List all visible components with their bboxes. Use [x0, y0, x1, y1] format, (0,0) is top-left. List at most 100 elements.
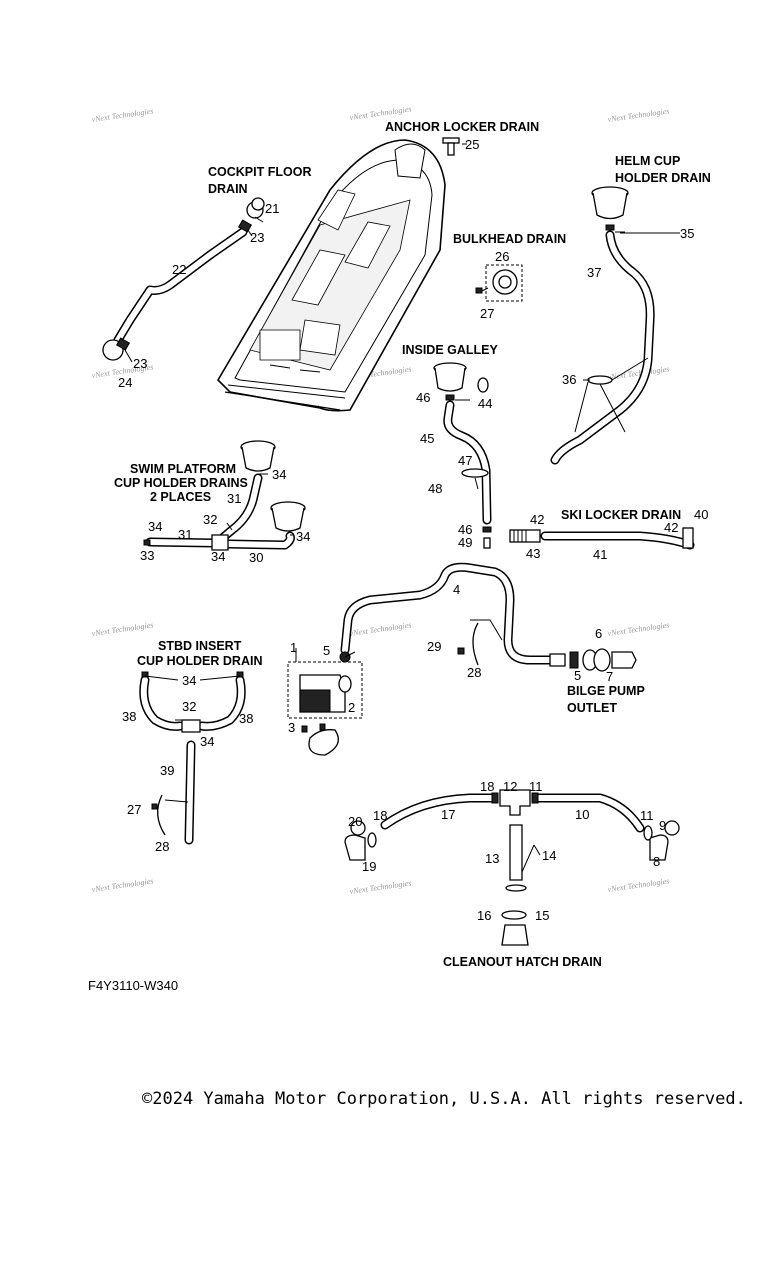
callout-31: 31	[227, 491, 241, 506]
callout-11: 11	[529, 779, 543, 794]
watermark: vNext Technologies	[91, 106, 154, 124]
callout-2: 2	[348, 700, 355, 715]
heading-cockpit-floor-drain-2: DRAIN	[208, 182, 248, 196]
watermark: vNext Technologies	[91, 620, 154, 638]
callout-20: 20	[348, 814, 362, 829]
heading-helm-cup-holder-2: HOLDER DRAIN	[615, 171, 711, 185]
heading-stbd-insert: STBD INSERT	[158, 639, 242, 653]
callout-34: 34	[148, 519, 162, 534]
heading-inside-galley: INSIDE GALLEY	[402, 343, 499, 357]
callout-4: 4	[453, 582, 460, 597]
callout-49: 49	[458, 535, 472, 550]
callout-8: 8	[653, 854, 660, 869]
callout-27: 27	[480, 306, 494, 321]
callout-13: 13	[485, 851, 499, 866]
diagram-code: F4Y3110-W340	[88, 978, 179, 993]
callout-45: 45	[420, 431, 434, 446]
callout-46: 46	[458, 522, 472, 537]
bulkhead-drain-group	[475, 264, 523, 302]
callout-23: 23	[250, 230, 264, 245]
watermark: vNext Technologies	[607, 620, 670, 638]
callout-42: 42	[664, 520, 678, 535]
callout-5: 5	[323, 643, 330, 658]
callout-9: 9	[659, 818, 666, 833]
cockpit-floor-drain-group	[102, 197, 265, 363]
bilge-hose-group	[339, 562, 637, 672]
helm-cup-holder-drain-group	[550, 186, 655, 465]
watermark: vNext Technologies	[349, 878, 412, 896]
heading-anchor-locker-drain: ANCHOR LOCKER DRAIN	[385, 120, 539, 134]
callout-28: 28	[155, 839, 169, 854]
callout-12: 12	[503, 779, 517, 794]
bilge-pump-group	[287, 661, 363, 756]
callout-22: 22	[172, 262, 186, 277]
callout-32: 32	[182, 699, 196, 714]
callout-19: 19	[362, 859, 376, 874]
copyright-notice: ©2024 Yamaha Motor Corporation, U.S.A. A…	[142, 1089, 746, 1109]
ski-locker-drain-group	[509, 527, 695, 550]
callout-34: 34	[182, 673, 196, 688]
callout-41: 41	[593, 547, 607, 562]
callout-6: 6	[595, 626, 602, 641]
callout-30: 30	[249, 550, 263, 565]
anchor-locker-fitting	[442, 137, 460, 156]
stbd-insert-drain-group	[139, 671, 246, 845]
callout-46: 46	[416, 390, 430, 405]
callout-37: 37	[587, 265, 601, 280]
section-headings: ANCHOR LOCKER DRAIN COCKPIT FLOOR DRAIN …	[114, 120, 711, 969]
callout-14: 14	[542, 848, 556, 863]
heading-cockpit-floor-drain: COCKPIT FLOOR	[208, 165, 311, 179]
callout-5: 5	[574, 668, 581, 683]
callout-3: 3	[288, 720, 295, 735]
callout-31: 31	[178, 527, 192, 542]
callout-48: 48	[428, 481, 442, 496]
watermark: vNext Technologies	[607, 106, 670, 124]
callout-23: 23	[133, 356, 147, 371]
heading-swim-platform-3: 2 PLACES	[150, 490, 211, 504]
callout-34: 34	[272, 467, 286, 482]
callout-26: 26	[495, 249, 509, 264]
callout-15: 15	[535, 908, 549, 923]
callout-44: 44	[478, 396, 492, 411]
watermark: vNext Technologies	[349, 620, 412, 638]
callout-47: 47	[458, 453, 472, 468]
leader-lines	[144, 143, 680, 721]
heading-bilge-pump-outlet: BILGE PUMP	[567, 684, 645, 698]
callout-1: 1	[290, 640, 297, 655]
callout-38: 38	[122, 709, 136, 724]
heading-stbd-insert-2: CUP HOLDER DRAIN	[137, 654, 262, 668]
watermark: vNext Technologies	[91, 876, 154, 894]
callout-7: 7	[606, 669, 613, 684]
callout-42: 42	[530, 512, 544, 527]
callout-11: 11	[640, 808, 654, 823]
boat-hull-illustration	[216, 139, 446, 412]
callout-32: 32	[203, 512, 217, 527]
callout-18: 18	[373, 808, 387, 823]
callout-34: 34	[200, 734, 214, 749]
inside-galley-group	[433, 362, 492, 549]
callout-18: 18	[480, 779, 494, 794]
callout-16: 16	[477, 908, 491, 923]
heading-cleanout-hatch-drain: CLEANOUT HATCH DRAIN	[443, 955, 602, 969]
watermark: vNext Technologies	[607, 364, 670, 382]
heading-bilge-pump-outlet-2: OUTLET	[567, 701, 617, 715]
heading-bulkhead-drain: BULKHEAD DRAIN	[453, 232, 566, 246]
heading-helm-cup-holder: HELM CUP	[615, 154, 680, 168]
callout-27: 27	[127, 802, 141, 817]
callout-39: 39	[160, 763, 174, 778]
watermark: vNext Technologies	[607, 876, 670, 894]
cleanout-hatch-drain-group	[344, 789, 680, 946]
callout-36: 36	[562, 372, 576, 387]
callout-10: 10	[575, 807, 589, 822]
callout-35: 35	[680, 226, 694, 241]
callout-25: 25	[465, 137, 479, 152]
heading-ski-locker-drain: SKI LOCKER DRAIN	[561, 508, 681, 522]
heading-swim-platform: SWIM PLATFORM	[130, 462, 236, 476]
callout-29: 29	[427, 639, 441, 654]
callout-34: 34	[296, 529, 310, 544]
callout-28: 28	[467, 665, 481, 680]
part-callouts: 25 21 23 22 23 24 35 37 36 26 27 46 44 4…	[118, 137, 708, 923]
callout-40: 40	[694, 507, 708, 522]
callout-21: 21	[265, 201, 279, 216]
